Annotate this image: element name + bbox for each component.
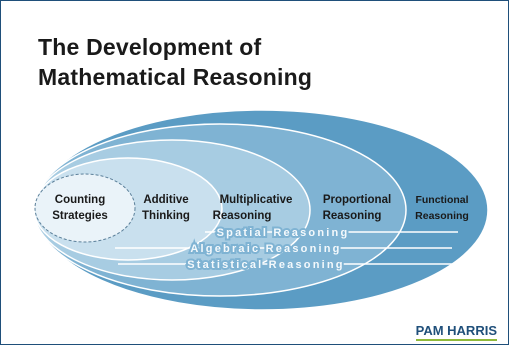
thread-label-algebraic: Algebraic Reasoning (190, 243, 341, 255)
stage-additive-line2: Thinking (142, 210, 190, 222)
stage-functional-line1: Functional (415, 194, 468, 206)
page-title: The Development of Mathematical Reasonin… (38, 32, 312, 92)
ellipse-counting (34, 173, 136, 243)
stage-proportional-line1: Proportional (323, 194, 391, 206)
stage-proportional-line2: Reasoning (323, 210, 382, 222)
stage-multiplicative-line2: Reasoning (213, 210, 272, 222)
stage-functional-line2: Reasoning (415, 210, 469, 222)
stage-counting-line2: Strategies (52, 210, 108, 222)
title-line-1: The Development of (38, 34, 262, 60)
stage-counting-line1: Counting (55, 194, 105, 206)
title-line-2: Mathematical Reasoning (38, 64, 313, 90)
thread-label-statistical: Statistical Reasoning (187, 259, 344, 271)
brand-logo: PAM HARRIS (415, 324, 497, 341)
stage-multiplicative-line1: Multiplicative (220, 194, 293, 206)
stage-additive-line1: Additive (143, 194, 188, 206)
thread-label-spatial: Spatial Reasoning (217, 227, 350, 239)
